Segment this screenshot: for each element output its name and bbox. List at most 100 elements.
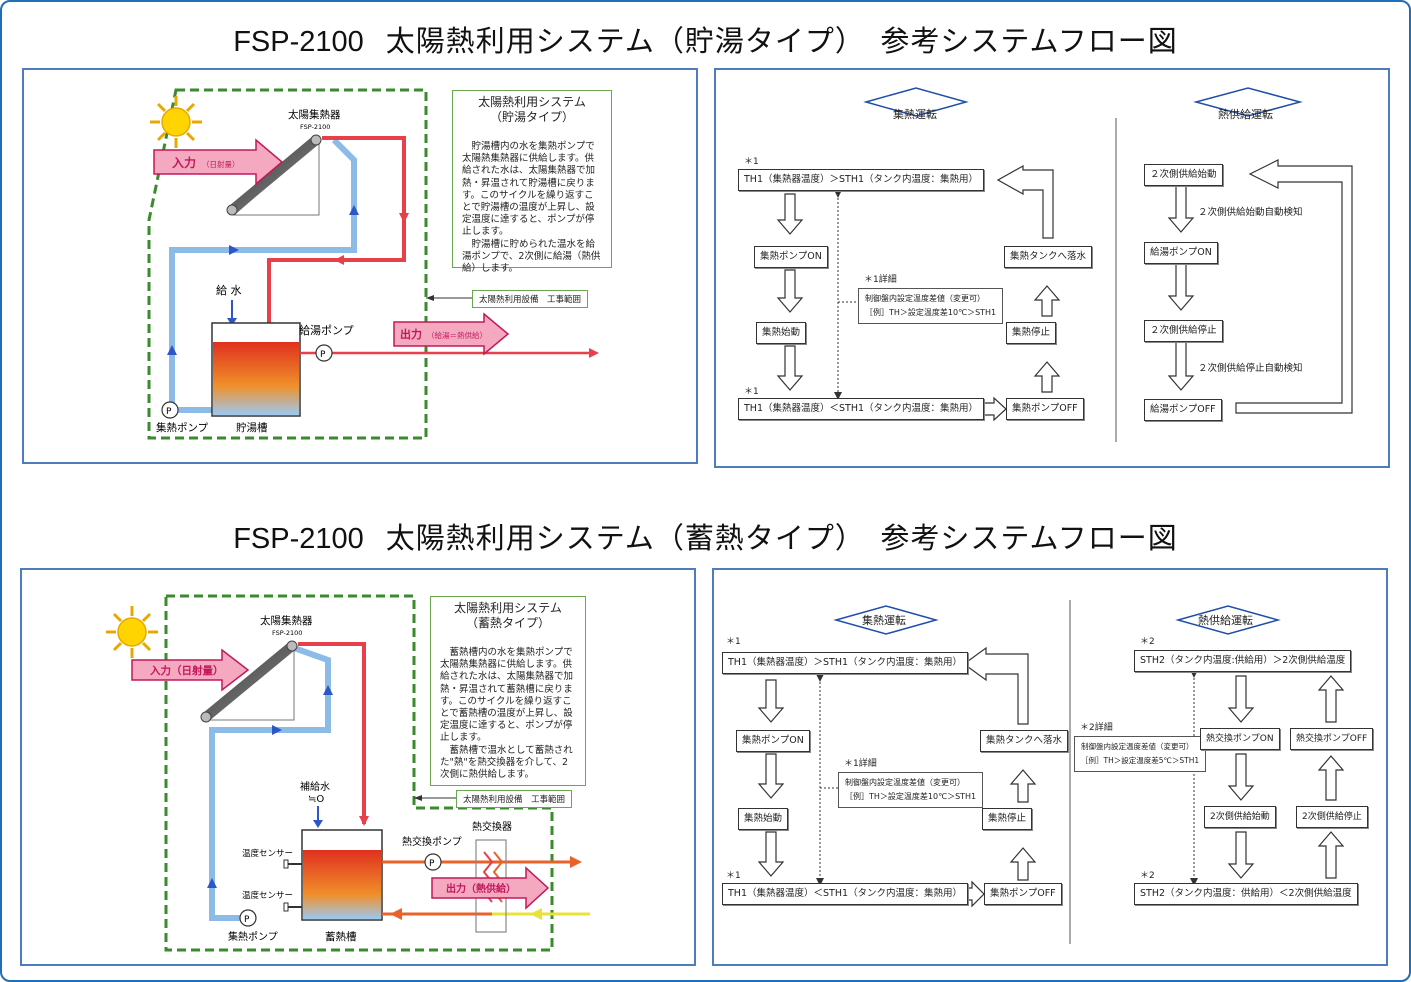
collector-pump (161, 401, 179, 419)
right-diamond (1193, 87, 1303, 117)
desc-title-1: 太陽熱利用システム (478, 95, 586, 109)
pump-on-box: 集熱ポンプON (754, 246, 828, 268)
star2-bottom: ＊2 (1140, 871, 1155, 881)
output-arrow (393, 312, 510, 356)
detail-box-2: 制御盤内設定温度差値（変更可） ［例］TH＞設定温度差10℃＞STH1 (838, 772, 984, 808)
left-down-arrows-2 (757, 679, 785, 877)
stop-box: 集熱停止 (1006, 322, 1057, 344)
right-down-arrows (1167, 185, 1195, 391)
up-arrows-2 (1009, 769, 1037, 881)
left-diamond-2 (833, 605, 939, 635)
title-text: 太陽熱利用システム（貯湯タイプ） 参考システムフロー図 (385, 24, 1178, 58)
title-text-2: 太陽熱利用システム（蓄熱タイプ） 参考システムフロー図 (385, 521, 1178, 555)
detail3-line-1: 制御盤内設定温度差値（変更可） (1081, 742, 1194, 751)
diagram-panel-thermal: 入力（日射量） 太陽集熱器 FSP-2100 補給水 ≒O 温度センサー 温度セ… (20, 568, 696, 966)
star2-top: ＊2 (1140, 637, 1155, 647)
description-box-storage: 太陽熱利用システム（貯湯タイプ） 貯湯槽内の水を集熱ポンプで太陽熱集熱器に供給し… (452, 90, 612, 274)
desc-paragraph-2-1: 蓄熱槽内の水を集熱ポンプで太陽熱集熱器に供給します。供給された水は、太陽集熱器で… (440, 647, 574, 744)
left-title-2: 集熱運転 (862, 614, 906, 627)
sun-icon (150, 96, 202, 148)
right-down-arrows-2 (1227, 675, 1255, 879)
solar-collector-2 (201, 641, 297, 722)
cond-top-box-2: TH1（集熱器温度）＞STH1（タンク内温度：集熱用） (722, 652, 969, 674)
right-title-2: 熱供給運転 (1198, 614, 1253, 627)
scope-boundary-2 (164, 594, 554, 952)
input-label: 入力 (172, 155, 196, 170)
scope-label: 太陽熱利用設備 工事範囲 (472, 290, 589, 308)
pump-symbol: P (320, 350, 326, 360)
makeup-sub: ≒O (308, 794, 324, 805)
cond-top-box: TH1（集熱器温度）＞STH1（タンク内温度：集熱用） (738, 169, 985, 191)
hx-pump (424, 853, 442, 871)
collector-pump-2 (239, 909, 257, 927)
left-diamond (863, 87, 969, 117)
flow-panel-thermal: 集熱運転 熱供給運転 ＊1 TH1（集熱器温度）＞STH1（タンク内温度：集熱用… (712, 568, 1388, 966)
pump-off-box-2: 集熱ポンプOFF (984, 883, 1062, 905)
desc-title-2-1: 太陽熱利用システム (454, 601, 562, 615)
collector-label-2: 太陽集熱器 (260, 614, 313, 627)
left-down-arrows (776, 193, 804, 391)
pump-symbol-4: P (244, 915, 250, 925)
cold-pipe-2 (209, 645, 331, 921)
star-note-top-2: ＊1 (726, 637, 741, 647)
desc-title-2: （貯湯タイプ） (489, 110, 574, 124)
drain-box: 集熱タンクへ落水 (1004, 246, 1093, 268)
supply-pump (315, 344, 333, 362)
star-note-top: ＊1 (744, 157, 759, 167)
right-title: 熱供給運転 (1218, 108, 1273, 121)
return-arrow (996, 164, 1054, 239)
solar-collector (227, 135, 321, 215)
makeup-water-label: 補給水 (300, 780, 330, 793)
hx-pump-label: 熱交換ポンプ (402, 835, 462, 848)
output-label: 出力 (400, 327, 422, 341)
right-diamond-2 (1175, 605, 1281, 635)
right-loop-arrow (1235, 159, 1353, 414)
desc-paragraph-2-2: 蓄熱槽で温水として蓄熱された"熱"を熱交換器を介して、2次側に熱供給します。 (440, 744, 573, 781)
thermal-diagram-svg: 入力（日射量） 太陽集熱器 FSP-2100 補給水 ≒O 温度センサー 温度セ… (106, 594, 590, 952)
cold-pipe (169, 137, 357, 410)
storage-diagram-svg: 入力 （日射量） 太陽集熱器 FSP-2100 給 水 P 給湯ポンプ 出力 （… (147, 88, 599, 440)
tank-label-2: 蓄熱槽 (325, 930, 357, 943)
detail3-line-2: ［例］TH＞設定温度差5℃＞STH1 (1081, 756, 1200, 765)
cond-bottom-box: TH1（集熱器温度）＜STH1（タンク内温度：集熱用） (738, 398, 985, 420)
detail2-box: 制御盤内設定温度差値（変更可） ［例］TH＞設定温度差5℃＞STH1 (1074, 736, 1207, 772)
detail2-line-1: 制御盤内設定温度差値（変更可） (845, 778, 965, 787)
r-start-box-2: 2次側供給始動 (1204, 806, 1276, 828)
r-hx-on-box: 熱交換ポンプON (1200, 728, 1280, 750)
r-start-box: ２次側供給始動 (1144, 164, 1223, 186)
desc-paragraph-2: 貯湯槽に貯められた温水を給湯ポンプで、2次側に給湯（熱供給）します。 (462, 238, 601, 275)
bottom-right-arrow (983, 396, 1007, 422)
star-note-bottom: ＊1 (744, 387, 759, 397)
scope-boundary (147, 88, 428, 440)
section-title-thermal: FSP-2100 太陽熱利用システム（蓄熱タイプ） 参考システムフロー図 (0, 515, 1411, 557)
detail-line-1: 制御盤内設定温度差値（変更可） (865, 294, 985, 303)
r-cond-top-box: STH2（タンク内温度:供給用）＞2次側供給温度 (1134, 650, 1352, 672)
collector-pump-label: 集熱ポンプ (156, 421, 209, 434)
start-box-2: 集熱始動 (738, 808, 789, 830)
r-pump-on-box: 給湯ポンプON (1144, 242, 1218, 264)
detail-line-2: ［例］TH＞設定温度差10℃＞STH1 (865, 308, 997, 317)
star-note-bottom-2: ＊1 (726, 871, 741, 881)
desc-paragraph-1: 貯湯槽内の水を集熱ポンプで太陽熱集熱器に供給します。供給された水は、太陽集熱器で… (462, 141, 596, 238)
detail2-line-2: ［例］TH＞設定温度差10℃＞STH1 (845, 792, 977, 801)
detail-title: ＊1詳細 (864, 275, 897, 285)
detail2-title: ＊2詳細 (1080, 723, 1113, 733)
start-box: 集熱始動 (756, 322, 807, 344)
input-arrow-2 (131, 648, 250, 692)
diagram-panel-storage: 入力 （日射量） 太陽集熱器 FSP-2100 給 水 P 給湯ポンプ 出力 （… (22, 68, 698, 464)
r-hx-off-box: 熱交換ポンプOFF (1290, 728, 1374, 750)
left-title: 集熱運転 (893, 108, 937, 121)
r-stop-box: ２次側供給停止 (1144, 320, 1223, 342)
title-model-2: FSP-2100 (233, 523, 364, 555)
up-arrows (1033, 285, 1061, 393)
r-stop-box-2: 2次側供給停止 (1296, 806, 1368, 828)
output-label-2: 出力（熱供給） (446, 882, 516, 895)
scope-label-2: 太陽熱利用設備 工事範囲 (456, 790, 573, 808)
title-model: FSP-2100 (233, 26, 364, 58)
r-cond-bottom-box: STH2（タンク内温度：供給用）＜2次側供給温度 (1134, 883, 1358, 905)
detail-box: 制御盤内設定温度差値（変更可） ［例］TH＞設定温度差10℃＞STH1 (858, 288, 1004, 324)
hot-pipe-2 (298, 642, 366, 824)
input-label-2: 入力（日射量） (150, 664, 224, 677)
pump-off-box: 集熱ポンプOFF (1006, 398, 1084, 420)
